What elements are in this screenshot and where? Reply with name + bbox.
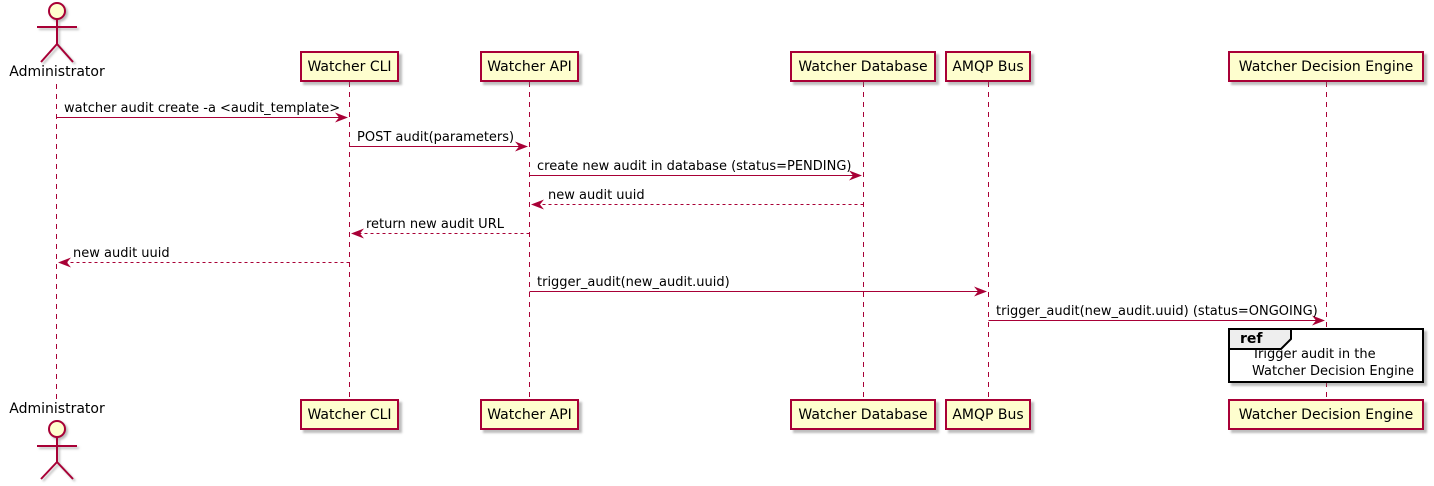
participant-box-amqp-bus-top: AMQP Bus	[945, 51, 1031, 82]
message-arrow-1	[56, 112, 348, 123]
ref-tab-shape	[1228, 328, 1292, 350]
ref-line-2: Watcher Decision Engine	[1252, 364, 1414, 379]
actor-head	[48, 2, 66, 20]
message-label-2: POST audit(parameters)	[357, 130, 515, 145]
message-arrows	[56, 112, 1325, 326]
participant-box-watcher-database-bottom: Watcher Database	[790, 399, 936, 430]
participant-box-watcher-cli-bottom: Watcher CLI	[300, 399, 399, 430]
participant-box-watcher-api-bottom: Watcher API	[480, 399, 579, 430]
actor-label-administrator-top: Administrator	[9, 64, 105, 80]
ref-fragment: ref Trigger audit in the Watcher Decisio…	[1228, 328, 1424, 383]
actor-label-administrator-bottom: Administrator	[9, 401, 105, 417]
message-label-7: trigger_audit(new_audit.uuid)	[537, 275, 730, 290]
message-arrow-3	[529, 170, 862, 181]
participant-box-watcher-cli-top: Watcher CLI	[300, 51, 399, 82]
message-arrow-7	[529, 286, 987, 297]
lifelines	[56, 82, 1327, 400]
message-label-8: trigger_audit(new_audit.uuid) (status=ON…	[996, 304, 1318, 319]
participant-box-watcher-decision-engine-top: Watcher Decision Engine	[1228, 51, 1424, 82]
message-label-6: new audit uuid	[73, 246, 170, 261]
actor-head	[48, 420, 66, 438]
ref-keyword: ref	[1240, 331, 1263, 347]
message-arrow-2	[349, 141, 528, 152]
message-arrow-8	[988, 315, 1325, 326]
message-label-1: watcher audit create -a <audit_template>	[64, 101, 341, 116]
actor-figure-top	[37, 2, 77, 63]
actor-figure-bottom	[37, 420, 77, 480]
participant-box-amqp-bus-bottom: AMQP Bus	[945, 399, 1031, 430]
participant-box-watcher-api-top: Watcher API	[480, 51, 579, 82]
message-label-5: return new audit URL	[366, 217, 504, 232]
message-label-4: new audit uuid	[548, 188, 645, 203]
message-arrow-4	[531, 199, 864, 210]
message-arrow-5	[351, 228, 530, 239]
participant-box-watcher-database-top: Watcher Database	[790, 51, 936, 82]
ref-line-1: Trigger audit in the	[1252, 347, 1376, 362]
message-label-3: create new audit in database (status=PEN…	[537, 159, 852, 174]
participant-box-watcher-decision-engine-bottom: Watcher Decision Engine	[1228, 399, 1424, 430]
message-arrow-6	[58, 257, 350, 268]
